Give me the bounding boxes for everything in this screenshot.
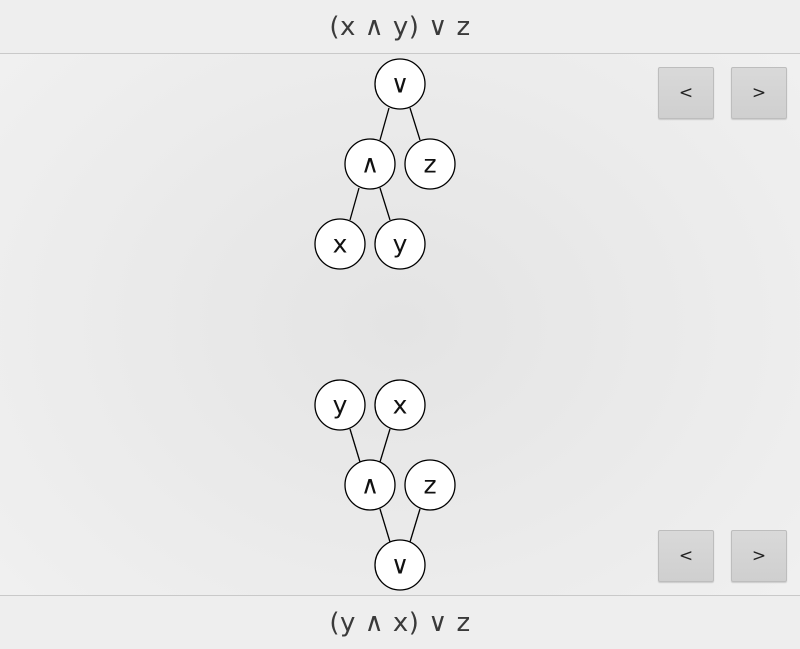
bottom-node-y: y [314, 379, 366, 431]
top-edge-and-y [379, 187, 391, 221]
top-next-label: > [751, 83, 767, 103]
top-edge-or-z [409, 107, 421, 141]
top-node-y: y [374, 218, 426, 270]
bottom-next-button[interactable]: > [731, 530, 787, 582]
bottom-node-y-label: y [333, 391, 348, 420]
bottom-node-x: x [374, 379, 426, 431]
bottom-node-or-label: ∨ [391, 551, 409, 580]
top-node-and-label: ∧ [361, 150, 379, 179]
bottom-expression-footer: (y ∧ x) ∨ z [0, 595, 800, 649]
top-tree-edges [349, 107, 421, 221]
bottom-node-or: ∨ [374, 539, 426, 591]
top-node-or-label: ∨ [391, 70, 409, 99]
bottom-next-label: > [751, 546, 767, 566]
top-node-z: z [404, 138, 456, 190]
top-node-x: x [314, 218, 366, 270]
bottom-expression-text: (y ∧ x) ∨ z [329, 607, 471, 638]
top-edge-or-and [379, 107, 390, 141]
bottom-node-x-label: x [393, 391, 408, 420]
bottom-node-and: ∧ [344, 459, 396, 511]
bottom-node-z: z [404, 459, 456, 511]
bottom-tree-edges [349, 428, 421, 543]
top-node-and: ∧ [344, 138, 396, 190]
bottom-node-z-label: z [423, 471, 436, 500]
top-expression-text: (x ∧ y) ∨ z [329, 11, 471, 42]
top-prev-button[interactable]: < [658, 67, 714, 119]
top-node-y-label: y [393, 230, 408, 259]
top-next-button[interactable]: > [731, 67, 787, 119]
bottom-prev-button[interactable]: < [658, 530, 714, 582]
bottom-prev-label: < [678, 546, 694, 566]
top-prev-label: < [678, 83, 694, 103]
top-expression-header: (x ∧ y) ∨ z [0, 0, 800, 54]
top-node-z-label: z [423, 150, 436, 179]
top-node-x-label: x [333, 230, 348, 259]
bottom-edge-x-and [379, 428, 391, 463]
top-node-or: ∨ [374, 58, 426, 110]
bottom-edge-y-and [349, 428, 361, 463]
bottom-node-and-label: ∧ [361, 471, 379, 500]
bottom-edge-and-or [379, 508, 391, 543]
bottom-edge-z-or [409, 508, 421, 543]
top-edge-and-x [349, 187, 360, 221]
